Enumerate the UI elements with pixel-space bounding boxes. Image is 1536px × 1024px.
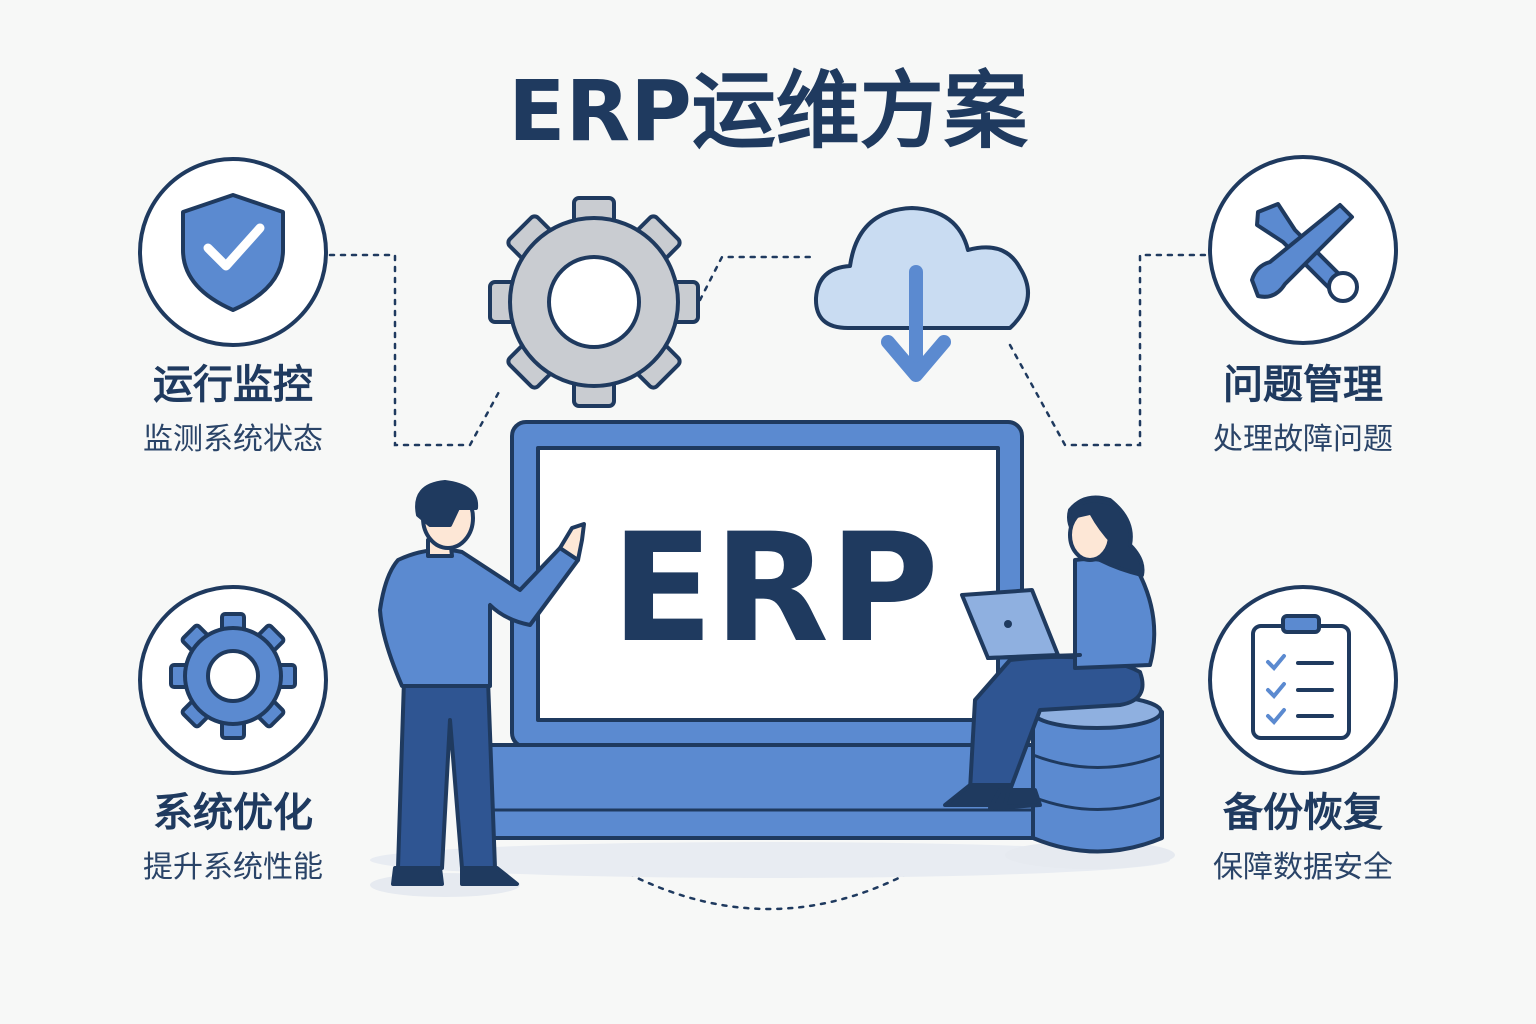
shield-check-icon <box>181 193 285 312</box>
feature-subtitle: 提升系统性能 <box>143 850 323 885</box>
feature-subtitle: 保障数据安全 <box>1213 850 1393 885</box>
page-title: ERP运维方案 <box>508 62 1029 160</box>
feature-monitoring: 运行监控 监测系统状态 <box>138 157 328 457</box>
feature-optimization: 系统优化 提升系统性能 <box>138 585 328 885</box>
cloud-download-icon <box>813 206 1030 382</box>
feature-subtitle: 处理故障问题 <box>1213 422 1393 457</box>
clipboard-checklist-icon <box>1251 614 1351 740</box>
erp-screen-label: ERP <box>611 502 939 676</box>
connector-lines <box>328 253 1210 911</box>
feature-subtitle: 监测系统状态 <box>143 422 323 457</box>
settings-gear-icon <box>488 196 700 408</box>
gear-icon <box>169 612 297 740</box>
wrench-screwdriver-icon <box>1250 202 1359 303</box>
feature-title: 系统优化 <box>153 790 313 836</box>
feature-title: 运行监控 <box>153 362 313 408</box>
feature-title: 备份恢复 <box>1223 790 1383 836</box>
feature-issue-management: 问题管理 处理故障问题 <box>1208 155 1398 457</box>
man-pointing-illustration <box>370 480 586 897</box>
woman-with-laptop-illustration <box>943 495 1157 810</box>
feature-backup: 备份恢复 保障数据安全 <box>1208 585 1398 885</box>
laptop-illustration: ERP <box>370 420 1170 878</box>
feature-title: 问题管理 <box>1223 362 1383 408</box>
